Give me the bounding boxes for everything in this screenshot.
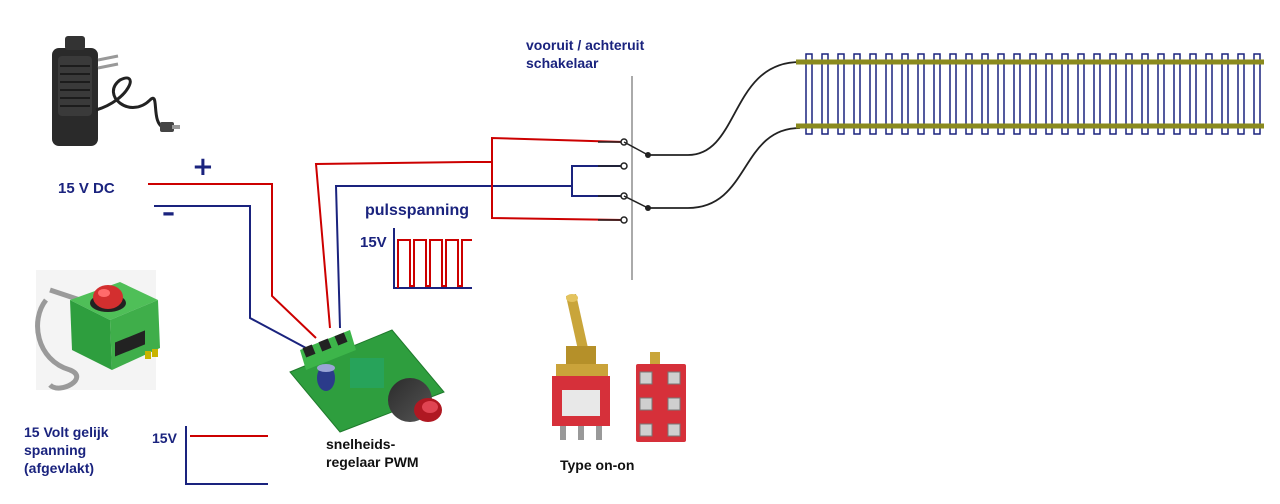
track-sleeper [837,53,845,135]
track-sleeper [1109,53,1117,135]
track-sleeper [1013,53,1021,135]
toggle-switch-icon [552,294,610,440]
track-sleeper [933,53,941,135]
switch-schematic [598,76,651,280]
track-sleeper [917,53,925,135]
switch-terminals-icon [636,352,686,442]
track-wires [648,61,801,209]
pulse-title: pulsspanning [365,202,469,219]
model-train-controller-icon [35,270,160,391]
track-sleeper [1141,53,1149,135]
track-sleeper [869,53,877,135]
dc-waveform [185,426,268,485]
track-sleeper [805,53,813,135]
pulse-level: 15V [360,234,387,251]
pwm-label-line1: snelheids- [326,436,396,452]
pulse-waveform [393,228,472,289]
track-sleeper [1077,53,1085,135]
power-supply-label: 15 V DC [58,180,115,197]
track-sleeper [1205,53,1213,135]
track-sleeper [949,53,957,135]
pwm-output-wires [314,161,496,329]
rail-track-icon [796,53,1264,135]
switch-title-line1: vooruit / achteruit [526,37,645,53]
switch-type-label: Type on-on [560,457,635,473]
switch-feed-wires [466,136,625,221]
track-sleeper [1157,53,1165,135]
track-sleeper [965,53,973,135]
minus-sign: – [162,198,175,228]
track-sleeper [1061,53,1069,135]
dc-desc-line1: 15 Volt gelijk [24,424,109,440]
track-sleeper [885,53,893,135]
track-sleeper [997,53,1005,135]
track-sleeper [1237,53,1245,135]
track-sleeper [1045,53,1053,135]
plus-sign: + [192,152,214,182]
track-sleeper [1029,53,1037,135]
dc-level: 15V [152,430,177,446]
track-sleeper [901,53,909,135]
dc-desc-line2: spanning [24,442,87,458]
track-sleeper [1221,53,1229,135]
track-sleeper [1125,53,1133,135]
pwm-board-icon [289,329,445,433]
track-sleeper [1173,53,1181,135]
pwm-label-line2: regelaar PWM [326,454,419,470]
track-sleeper [1253,53,1261,135]
track-sleeper [853,53,861,135]
track-sleeper [1189,53,1197,135]
track-sleeper [821,53,829,135]
switch-title-line2: schakelaar [526,55,599,71]
track-sleeper [981,53,989,135]
track-sleeper [1093,53,1101,135]
dc-desc-line3: (afgevlakt) [24,460,95,476]
supply-wires [148,183,317,349]
power-adapter-icon [52,36,180,146]
